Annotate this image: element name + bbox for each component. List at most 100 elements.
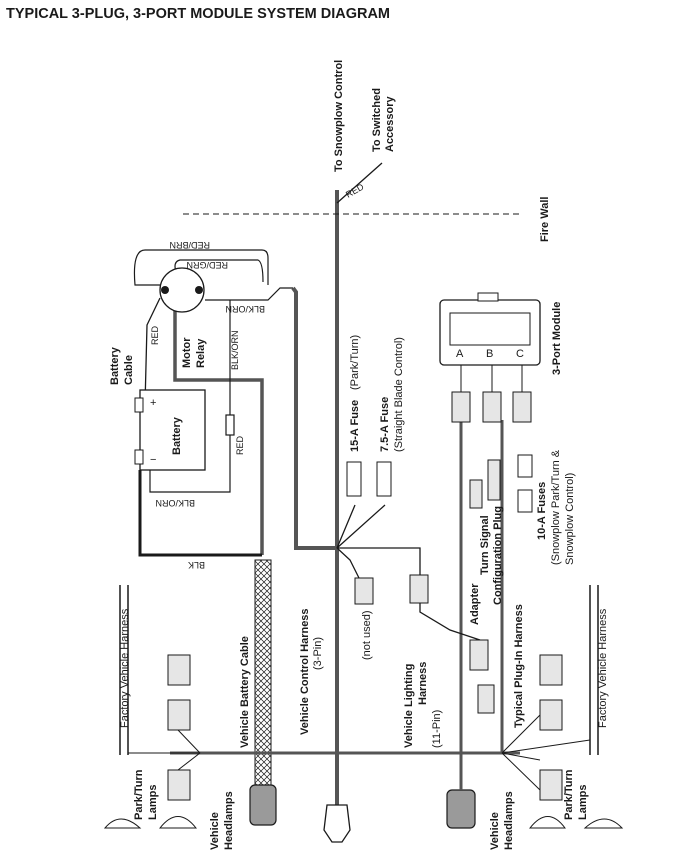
relay-terminal-left xyxy=(161,286,169,294)
label-blk: BLK xyxy=(188,560,205,570)
left-connector-mid xyxy=(167,699,191,731)
right-connector-upper xyxy=(539,654,563,686)
label-fire-wall: Fire Wall xyxy=(539,197,551,242)
relay-terminal-right xyxy=(195,286,203,294)
red-fuse-wire xyxy=(149,435,231,493)
label-to-switched-2: Accessory xyxy=(384,95,396,152)
lighting-harness-plug xyxy=(446,789,476,829)
label-port-c: C xyxy=(516,348,524,360)
label-red-brn: RED/BRN xyxy=(169,240,210,250)
not-used-connector-wire xyxy=(336,547,361,581)
label-three-pin: (3-Pin) xyxy=(312,637,324,670)
label-factory-harness-right: Factory Vehicle Harness xyxy=(597,608,609,728)
battery-cable-end xyxy=(249,784,277,826)
lighting-connector-lower xyxy=(469,639,489,671)
vehicle-battery-cable xyxy=(254,559,272,786)
label-typical-plugin-harness: Typical Plug-In Harness xyxy=(513,604,525,728)
label-three-port-module: 3-Port Module xyxy=(551,302,563,375)
inline-fuse-holder xyxy=(225,414,235,436)
label-park-turn-lamps-left-2: Lamps xyxy=(147,785,159,820)
label-fuse-10-paren-2: Snowplow Control) xyxy=(564,473,576,565)
battery-terminal-minus xyxy=(134,449,144,465)
left-connector-upper xyxy=(167,654,191,686)
label-park-turn-lamps-right-2: Lamps xyxy=(577,785,589,820)
diagram-title: TYPICAL 3-PLUG, 3-PORT MODULE SYSTEM DIA… xyxy=(6,6,391,22)
blk-battery-cable xyxy=(138,470,262,557)
label-not-used: (not used) xyxy=(361,610,373,660)
label-red-fuse: RED xyxy=(235,435,245,455)
port-a-connector xyxy=(451,391,471,423)
label-to-switched-1: To Switched xyxy=(371,88,383,152)
fuse-10a-a xyxy=(517,454,533,478)
label-turn-signal-2: Configuration Plug xyxy=(492,506,504,605)
left-fanout-wires xyxy=(128,729,201,771)
battery-body xyxy=(139,389,206,471)
label-vlh-2: Harness xyxy=(417,662,429,705)
turn-signal-plug xyxy=(487,459,501,501)
control-harness-branches xyxy=(337,547,421,575)
red-battery-wire xyxy=(144,297,161,406)
label-motor-relay-2: Relay xyxy=(195,338,207,368)
label-red-top: RED xyxy=(344,181,366,199)
right-lamp xyxy=(583,818,624,829)
label-fuse-15-paren: (Park/Turn) xyxy=(349,335,361,390)
right-connector-mid xyxy=(539,699,563,731)
right-headlamp xyxy=(528,816,566,829)
label-vlh-3: (11-Pin) xyxy=(431,710,443,748)
port-c-connector xyxy=(512,391,532,423)
label-park-turn-lamps-right-1: Park/Turn xyxy=(563,769,575,820)
right-connector-lower xyxy=(539,769,563,801)
label-vehicle-battery-cable: Vehicle Battery Cable xyxy=(239,636,251,748)
label-port-a: A xyxy=(456,348,464,360)
label-fuse-75-paren: (Straight Blade Control) xyxy=(393,337,405,452)
label-motor-relay-1: Motor xyxy=(181,337,193,368)
label-vehicle-headlamps-right-1: Vehicle xyxy=(489,812,501,850)
label-vehicle-headlamps-left-2: Headlamps xyxy=(223,791,235,850)
label-to-snowplow-control: To Snowplow Control xyxy=(333,60,345,172)
blk-orn-relay-wire xyxy=(205,287,293,301)
control-harness-plug xyxy=(323,804,351,843)
label-vehicle-control-harness: Vehicle Control Harness xyxy=(299,608,311,735)
label-blk-orn-bottom: BLK/ORN xyxy=(155,498,195,508)
motor-relay xyxy=(159,267,205,313)
label-vehicle-headlamps-left-1: Vehicle xyxy=(209,812,221,850)
label-vlh-1: Vehicle Lighting xyxy=(403,664,415,748)
module-tab-top xyxy=(477,292,499,302)
label-park-turn-lamps-left-1: Park/Turn xyxy=(133,769,145,820)
right-fanout-wires xyxy=(501,714,591,791)
fuse-7-5a xyxy=(376,461,392,497)
label-fuse-10-paren-1: (Snowplow Park/Turn & xyxy=(550,449,562,565)
fuse-branch-wire xyxy=(336,504,386,549)
label-fuse-75-bold: 7.5-A Fuse xyxy=(379,397,391,452)
label-blk-orn-top: BLK/ORN xyxy=(225,304,265,314)
label-fuse-10-bold: 10-A Fuses xyxy=(536,482,548,540)
label-fuse-15-bold: 15-A Fuse xyxy=(349,400,361,452)
adapter-wire xyxy=(419,600,481,641)
fuse-10a-b xyxy=(517,489,533,513)
not-used-connector xyxy=(354,577,374,605)
red-brn-wire xyxy=(133,249,269,286)
relay-lower-cable xyxy=(173,302,264,555)
label-battery-minus: − xyxy=(150,454,156,466)
left-headlamp xyxy=(158,816,198,829)
label-battery-cable-2: Cable xyxy=(123,355,135,385)
label-vehicle-headlamps-right-2: Headlamps xyxy=(503,791,515,850)
port-b-connector xyxy=(482,391,502,423)
fuse-15a xyxy=(346,461,362,497)
label-battery-cable-1: Battery xyxy=(109,346,121,385)
label-adapter: Adapter xyxy=(469,583,481,625)
label-factory-harness-left: Factory Vehicle Harness xyxy=(119,608,131,728)
adapter-mid-connector xyxy=(477,684,495,714)
label-blk-orn-vert: BLK/ORN xyxy=(230,330,240,370)
switched-accessory-wire xyxy=(336,162,383,204)
left-connector-lower xyxy=(167,769,191,801)
battery-terminal-plus xyxy=(134,397,144,413)
label-red-grn: RED/GRN xyxy=(186,260,228,270)
label-red-relay: RED xyxy=(150,325,160,345)
adapter-connector xyxy=(469,479,483,509)
relay-to-harness-cable xyxy=(291,286,337,550)
label-battery-plus: + xyxy=(150,397,156,409)
label-port-b: B xyxy=(486,348,493,360)
left-lamp xyxy=(103,818,142,829)
